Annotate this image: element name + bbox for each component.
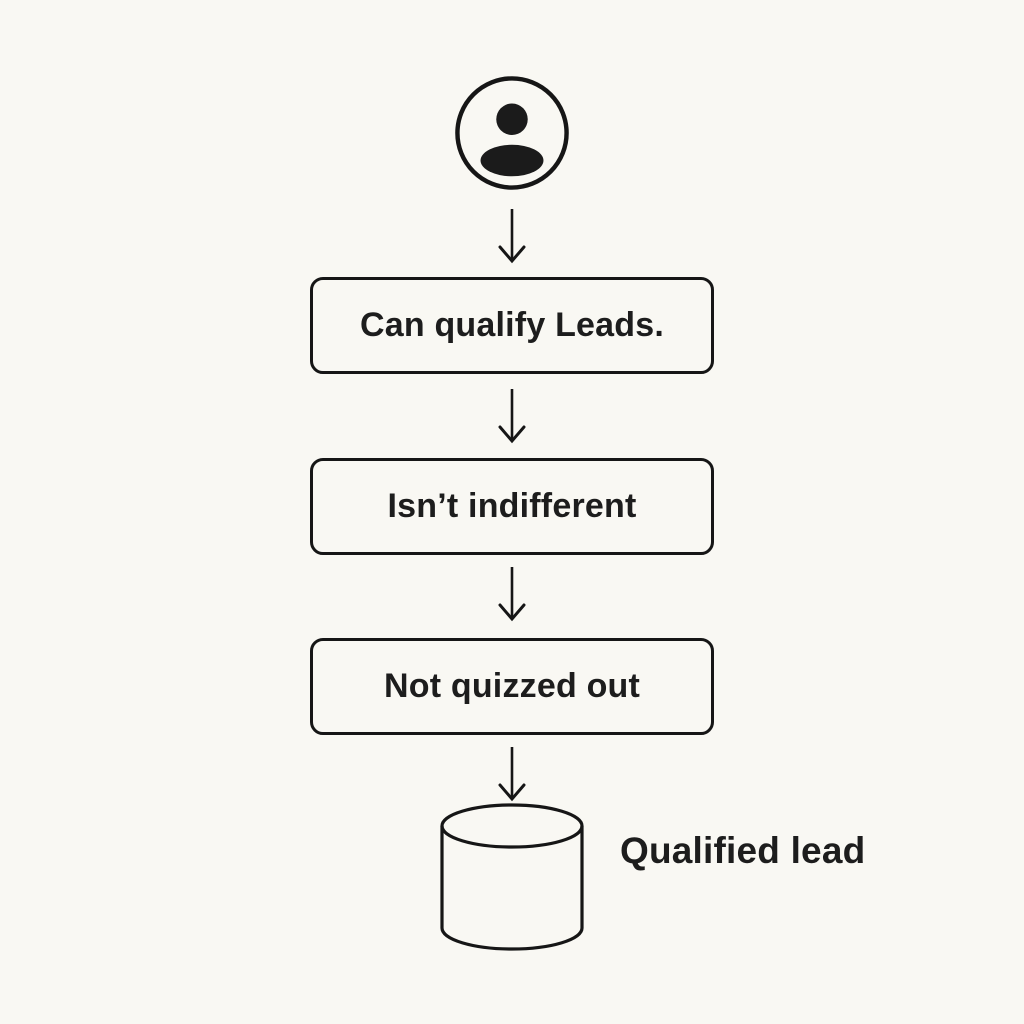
flow-node-label: Not quizzed out [383, 667, 641, 705]
arrow-down-icon [498, 567, 526, 622]
flow-node-label: Isn’t indifferent [387, 487, 637, 525]
arrow-down-icon [498, 747, 526, 802]
arrow-down-icon [498, 389, 526, 444]
user-icon [455, 76, 569, 190]
flow-node-qualify-leads: Can qualify Leads. [310, 277, 714, 374]
result-label: Qualified lead [620, 830, 866, 871]
database-icon [440, 803, 584, 951]
flow-node-label: Can qualify Leads. [359, 306, 664, 344]
arrow-down-icon [498, 209, 526, 264]
flow-node-not-quizzed-out: Not quizzed out [310, 638, 714, 735]
flow-node-isnt-indifferent: Isn’t indifferent [310, 458, 714, 555]
